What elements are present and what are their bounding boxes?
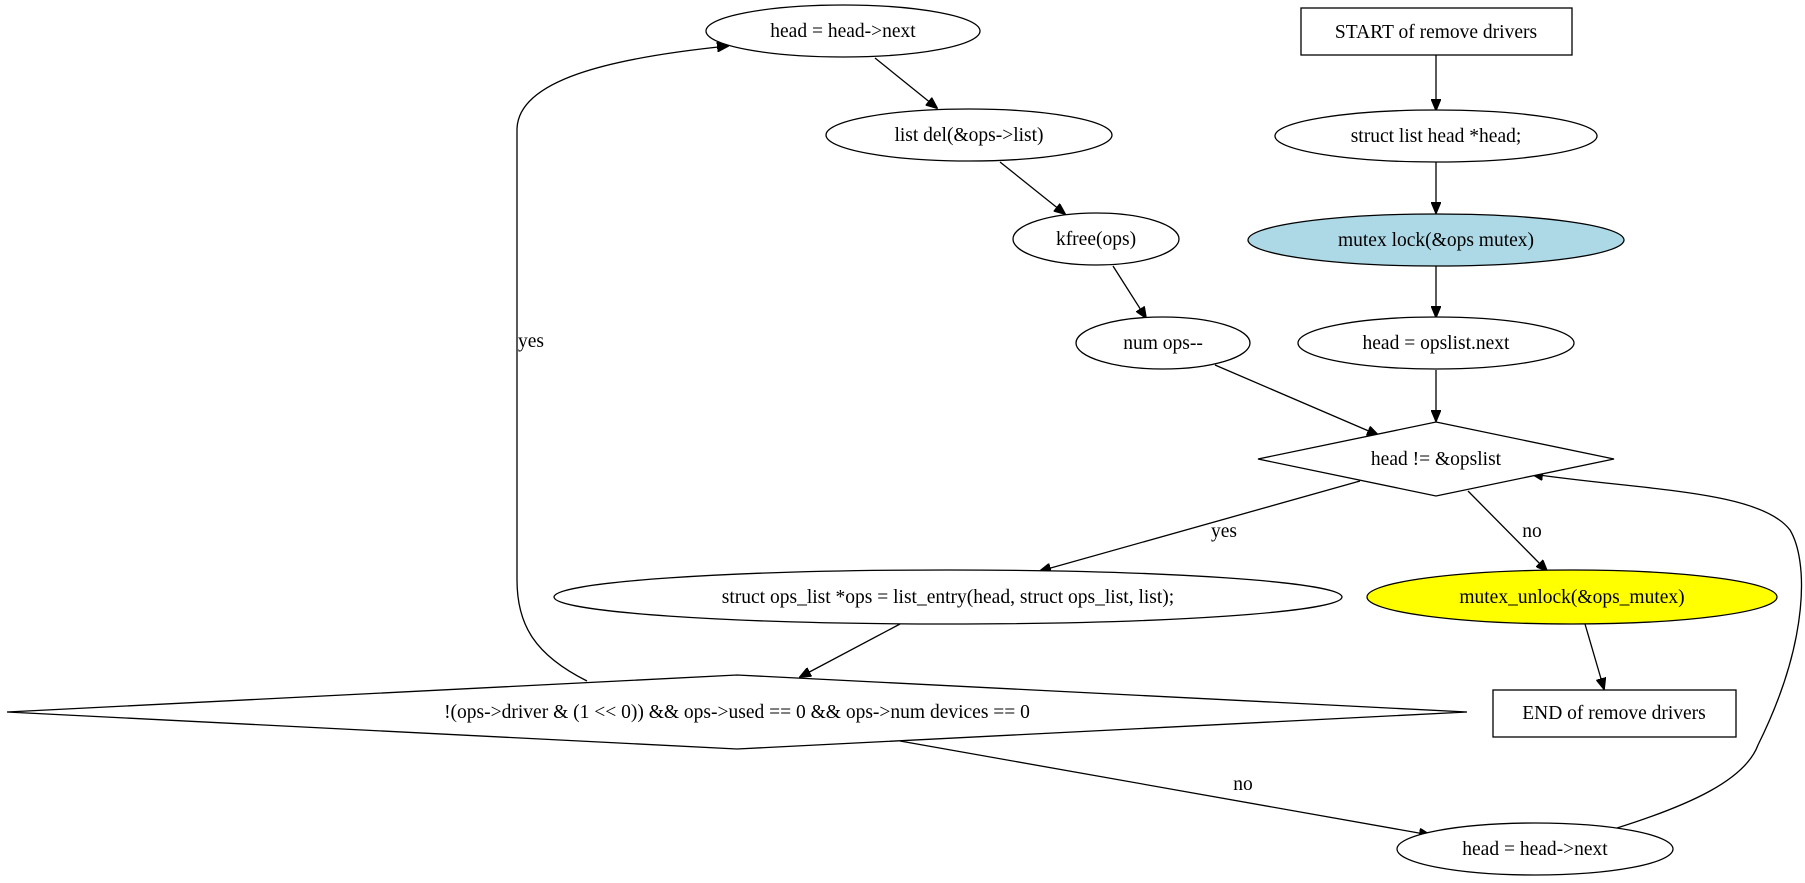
edges bbox=[516, 46, 1803, 835]
edge-label-loop-no: no bbox=[1522, 521, 1542, 542]
edge-unused-cond-to-head-next-top bbox=[516, 46, 728, 682]
node-head-next-bottom[interactable]: head = head->next bbox=[1396, 822, 1674, 876]
node-start-label: START of remove drivers bbox=[1335, 22, 1537, 43]
node-num-ops-dec-label: num ops-- bbox=[1123, 333, 1203, 354]
node-end[interactable]: END of remove drivers bbox=[1492, 689, 1737, 738]
node-head-next-top-label: head = head->next bbox=[770, 21, 916, 42]
edge-labels: yes no yes no bbox=[518, 331, 1542, 795]
node-list-del[interactable]: list del(&ops->list) bbox=[825, 108, 1113, 162]
edge-label-unused-no: no bbox=[1233, 774, 1253, 795]
node-num-ops-dec[interactable]: num ops-- bbox=[1075, 316, 1251, 370]
node-unused-cond[interactable]: !(ops->driver & (1 << 0)) && ops->used =… bbox=[6, 674, 1468, 750]
node-head-next-bottom-label: head = head->next bbox=[1462, 839, 1608, 860]
edge-mutex-unlock-to-end bbox=[1584, 623, 1604, 689]
node-end-label: END of remove drivers bbox=[1522, 703, 1706, 724]
edge-loop-cond-to-mutex-unlock bbox=[1467, 490, 1547, 571]
edge-list-del-to-kfree bbox=[999, 161, 1065, 214]
edge-head-next-top-to-list-del bbox=[874, 57, 937, 108]
edge-unused-cond-to-head-next-bottom bbox=[899, 740, 1430, 835]
node-unused-cond-label: !(ops->driver & (1 << 0)) && ops->used =… bbox=[444, 702, 1030, 723]
node-decl-head[interactable]: struct list head *head; bbox=[1274, 109, 1598, 163]
node-ops-entry[interactable]: struct ops_list *ops = list_entry(head, … bbox=[553, 569, 1343, 625]
edge-num-ops-to-loop-cond bbox=[1214, 364, 1378, 435]
edge-label-loop-yes: yes bbox=[1211, 521, 1237, 542]
node-head-init[interactable]: head = opslist.next bbox=[1297, 316, 1575, 370]
edge-kfree-to-num-ops bbox=[1112, 265, 1146, 318]
node-head-init-label: head = opslist.next bbox=[1363, 333, 1511, 354]
node-list-del-label: list del(&ops->list) bbox=[894, 125, 1043, 146]
node-head-next-top[interactable]: head = head->next bbox=[705, 4, 981, 58]
nodes: START of remove drivers struct list head… bbox=[6, 4, 1778, 876]
node-kfree[interactable]: kfree(ops) bbox=[1012, 212, 1180, 266]
node-start[interactable]: START of remove drivers bbox=[1300, 7, 1573, 56]
node-loop-cond-label: head != &opslist bbox=[1371, 449, 1502, 470]
node-ops-entry-label: struct ops_list *ops = list_entry(head, … bbox=[722, 587, 1174, 608]
node-loop-cond[interactable]: head != &opslist bbox=[1257, 421, 1615, 497]
edge-loop-cond-to-ops-entry bbox=[1040, 480, 1361, 571]
node-kfree-label: kfree(ops) bbox=[1056, 229, 1136, 250]
node-mutex-unlock-label: mutex_unlock(&ops_mutex) bbox=[1459, 587, 1684, 608]
edge-head-next-bottom-to-loop-cond bbox=[1532, 474, 1803, 829]
edge-ops-entry-to-unused-cond bbox=[800, 623, 901, 677]
node-mutex-unlock[interactable]: mutex_unlock(&ops_mutex) bbox=[1366, 569, 1778, 625]
node-mutex-lock[interactable]: mutex lock(&ops mutex) bbox=[1247, 213, 1625, 267]
edge-label-unused-yes: yes bbox=[518, 331, 544, 352]
node-mutex-lock-label: mutex lock(&ops mutex) bbox=[1338, 230, 1534, 251]
node-decl-head-label: struct list head *head; bbox=[1351, 126, 1522, 147]
